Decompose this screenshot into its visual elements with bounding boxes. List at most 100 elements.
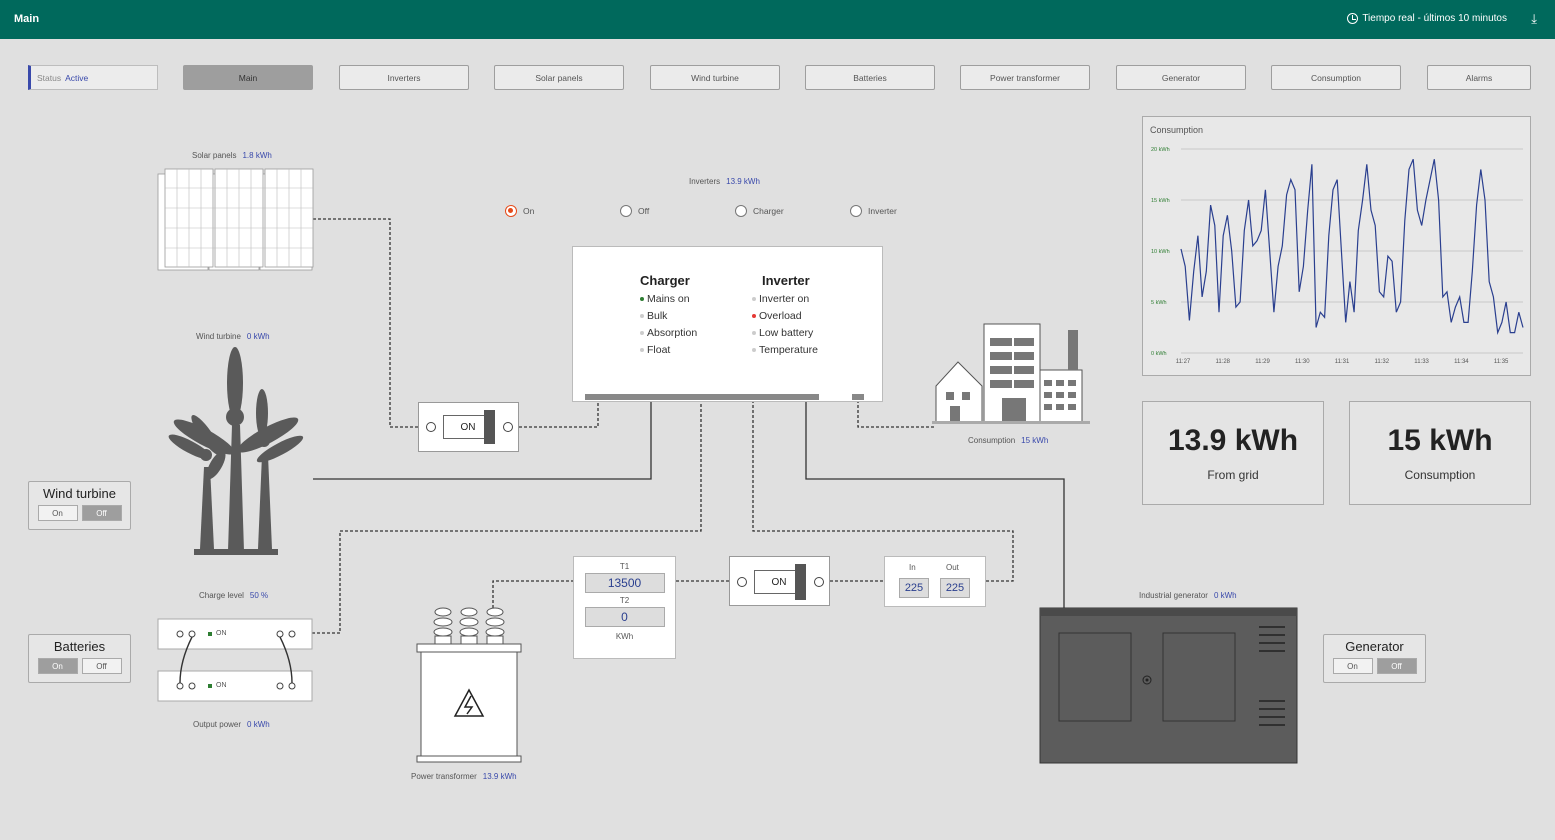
chart-series-line <box>1180 158 1524 335</box>
inverter-status-item: Inverter on <box>752 293 818 305</box>
charger-status-item: Mains on <box>640 293 697 305</box>
inverter-mode-off-radio[interactable]: Off <box>620 205 649 217</box>
batteries-icon[interactable] <box>156 617 316 705</box>
generator-on-button[interactable]: On <box>1332 658 1373 674</box>
power-transformer-icon[interactable] <box>415 604 523 766</box>
chart-x-tick-label: 11:30 <box>1295 359 1310 365</box>
inverter-mode-inverter-radio[interactable]: Inverter <box>850 205 897 217</box>
nav-inverters-button[interactable]: Inverters <box>339 65 469 90</box>
terminal-strip <box>585 394 819 400</box>
charger-status-item: Absorption <box>640 327 697 339</box>
generator-line <box>805 400 1065 608</box>
voltage-out-label: Out <box>946 563 959 572</box>
page-title: Main <box>14 13 40 25</box>
top-bar: Main Tiempo real - últimos 10 minutos ⤓ <box>0 0 1555 39</box>
voltage-in-label: In <box>909 563 916 572</box>
kpi-value: 13.9 kWh <box>1167 424 1299 457</box>
consumption-building-icon[interactable] <box>932 322 1092 426</box>
chart-y-tick-label: 15 kWh <box>1151 198 1170 204</box>
chart-x-tick-label: 11:29 <box>1255 359 1270 365</box>
voltage-panel: In Out 225 225 <box>884 556 986 607</box>
meter-t1-value: 13500 <box>584 573 665 593</box>
nav-batteries-button[interactable]: Batteries <box>805 65 935 90</box>
nav-main-button[interactable]: Main <box>183 65 313 90</box>
charger-status-item: Float <box>640 344 697 356</box>
inverter-mode-on-radio[interactable]: On <box>505 205 534 217</box>
battery-on-label: ON <box>216 630 227 637</box>
nav-solar-panels-button[interactable]: Solar panels <box>494 65 624 90</box>
from-grid-kpi: 13.9 kWh From grid <box>1142 401 1324 505</box>
wind-turbine-toggle: Wind turbine On Off <box>28 481 131 530</box>
inverter-status-item: Temperature <box>752 344 818 356</box>
inverter-mode-charger-radio[interactable]: Charger <box>735 205 784 217</box>
kpi-value: 15 kWh <box>1387 424 1493 457</box>
meter-unit-label: KWh <box>615 632 634 641</box>
consumption-chart: 0 kWh 5 kWh 10 kWh 15 kWh 20 kWh 11:27 11:28 11… <box>1151 147 1524 365</box>
nav-alarms-button[interactable]: Alarms <box>1427 65 1531 90</box>
status-label: Status <box>37 72 62 83</box>
download-icon[interactable]: ⤓ <box>1531 11 1537 26</box>
chart-x-tick-label: 11:31 <box>1335 359 1350 365</box>
chart-x-tick-label: 11:28 <box>1215 359 1230 365</box>
nav-wind-turbine-button[interactable]: Wind turbine <box>650 65 780 90</box>
status-value: Active <box>65 72 89 83</box>
chart-y-tick-label: 20 kWh <box>1151 147 1170 153</box>
kpi-caption: From grid <box>1207 468 1259 482</box>
meter-t2-label: T2 <box>619 596 630 605</box>
chart-x-tick-label: 11:35 <box>1494 359 1509 365</box>
inverter-status-group: Inverter Inverter on Overload Low batter… <box>752 273 818 356</box>
charger-status-item: Bulk <box>640 310 697 322</box>
nav-consumption-button[interactable]: Consumption <box>1271 65 1401 90</box>
batteries-toggle: Batteries On Off <box>28 634 131 683</box>
generator-toggle: Generator On Off <box>1323 634 1426 683</box>
grid-line <box>752 400 1014 582</box>
wind-turbine-icon[interactable] <box>156 345 316 559</box>
solar-line <box>313 218 418 428</box>
battery-on-label: ON <box>216 682 227 689</box>
switch-inverter-line <box>519 400 599 428</box>
consumption-kpi: 15 kWh Consumption <box>1349 401 1531 505</box>
transformer-line <box>492 580 573 608</box>
terminal-strip <box>852 394 864 400</box>
wind-off-button[interactable]: Off <box>81 505 122 521</box>
solar-switch[interactable]: ON <box>418 402 519 452</box>
chart-x-tick-label: 11:27 <box>1176 359 1191 365</box>
chart-y-tick-label: 5 kWh <box>1151 300 1167 306</box>
time-range-selector[interactable]: Tiempo real - últimos 10 minutos <box>1347 13 1507 24</box>
chart-y-tick-label: 0 kWh <box>1151 351 1167 357</box>
batteries-off-button[interactable]: Off <box>81 658 122 674</box>
nav-generator-button[interactable]: Generator <box>1116 65 1246 90</box>
battery-line <box>312 400 702 634</box>
voltage-out-value: 225 <box>940 578 970 598</box>
chart-x-tick-label: 11:32 <box>1375 359 1390 365</box>
industrial-generator-icon[interactable] <box>1039 607 1299 765</box>
voltage-in-value: 225 <box>899 578 929 598</box>
chart-y-tick-label: 10 kWh <box>1151 249 1170 255</box>
wind-line <box>313 400 652 480</box>
solar-panels-icon[interactable] <box>157 168 315 272</box>
wind-on-button[interactable]: On <box>37 505 78 521</box>
batteries-on-button[interactable]: On <box>37 658 78 674</box>
inverter-status-item: Low battery <box>752 327 818 339</box>
consumption-chart-panel: Consumption 0 kWh 5 kWh 10 kWh 15 kWh 20 kWh… <box>1142 116 1531 376</box>
inverter-status-item: Overload <box>752 310 818 322</box>
status-field: Status Active <box>28 65 158 90</box>
generator-off-button[interactable]: Off <box>1376 658 1417 674</box>
clock-icon <box>1347 13 1359 24</box>
grid-switch[interactable]: ON <box>729 556 830 606</box>
nav-power-transformer-button[interactable]: Power transformer <box>960 65 1090 90</box>
chart-title: Consumption <box>1150 125 1204 135</box>
chart-x-tick-label: 11:34 <box>1454 359 1469 365</box>
charger-status-group: Charger Mains on Bulk Absorption Float <box>640 273 698 356</box>
time-range-label: Tiempo real - últimos 10 minutos <box>1362 13 1507 24</box>
energy-meter-panel: T1 13500 T2 0 KWh <box>573 556 676 659</box>
consumption-line <box>857 400 936 428</box>
